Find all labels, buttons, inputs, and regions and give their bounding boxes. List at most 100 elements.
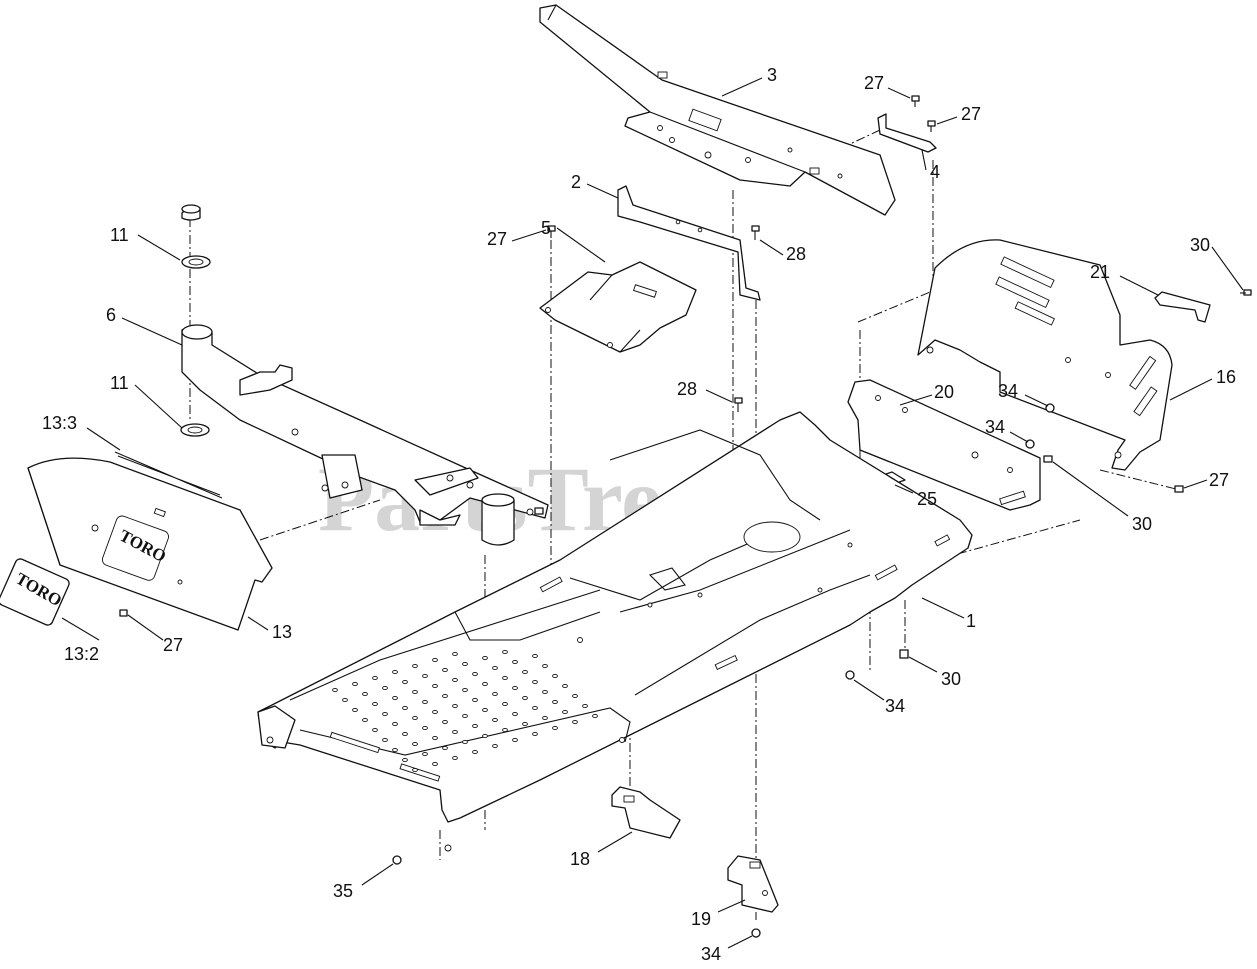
deck-perforation-hole xyxy=(382,737,388,743)
deck-perforation-hole xyxy=(532,679,538,685)
deck-perforation-hole xyxy=(442,667,448,673)
deck-perforations xyxy=(332,649,598,773)
deck-perforation-hole xyxy=(542,715,548,721)
deck-perforation-hole xyxy=(332,687,338,693)
deck-perforation-hole xyxy=(372,675,378,681)
deck-perforation-hole xyxy=(412,689,418,695)
deck-perforation-hole xyxy=(452,729,458,735)
callout-13: 13 xyxy=(272,622,292,642)
deck-perforation-hole xyxy=(412,715,418,721)
deck-perforation-hole xyxy=(362,717,368,723)
align-line-cover-13 xyxy=(259,499,381,541)
deck-perforation-hole xyxy=(482,707,488,713)
callout-13-3: 13:3 xyxy=(42,413,77,433)
deck-perforation-hole xyxy=(422,751,428,757)
deck-perforation-hole xyxy=(462,661,468,667)
callout-16: 16 xyxy=(1216,367,1236,387)
callout-35: 35 xyxy=(333,881,353,901)
bolt-30-mid xyxy=(1043,455,1053,463)
fasteners xyxy=(119,95,1252,938)
deck-perforation-hole xyxy=(472,723,478,729)
callout-28-top: 28 xyxy=(786,244,806,264)
deck-perforation-hole xyxy=(562,683,568,689)
part-18-bracket xyxy=(611,786,681,839)
deck-perforation-hole xyxy=(382,711,388,717)
callout-27-plate: 27 xyxy=(487,229,507,249)
callout-30-mid: 30 xyxy=(1132,514,1152,534)
part-13-2-decal: TORO xyxy=(0,558,70,626)
part-13-front-cover: TORO xyxy=(27,457,273,631)
bolt-27-cover xyxy=(119,609,128,617)
callout-30-right: 30 xyxy=(1190,235,1210,255)
bolt-30-under xyxy=(899,649,909,659)
deck-perforation-hole xyxy=(402,705,408,711)
deck-perforation-hole xyxy=(532,731,538,737)
deck-perforation-hole xyxy=(492,743,498,749)
deck-perforation-hole xyxy=(482,655,488,661)
deck-perforation-hole xyxy=(542,689,548,695)
deck-perforation-hole xyxy=(562,709,568,715)
deck-perforation-hole xyxy=(442,745,448,751)
callout-27-right: 27 xyxy=(1209,470,1229,490)
deck-perforation-hole xyxy=(572,693,578,699)
deck-perforation-hole xyxy=(412,767,418,773)
callout-27-cover: 27 xyxy=(163,635,183,655)
deck-perforation-hole xyxy=(372,701,378,707)
callout-20: 20 xyxy=(934,382,954,402)
deck-perforation-hole xyxy=(392,695,398,701)
deck-perforation-hole xyxy=(512,685,518,691)
callout-2: 2 xyxy=(571,172,581,192)
deck-perforation-hole xyxy=(502,675,508,681)
callout-28-mid: 28 xyxy=(677,379,697,399)
bolt-28-top xyxy=(751,225,760,240)
deck-perforation-hole xyxy=(392,747,398,753)
deck-perforation-hole xyxy=(442,719,448,725)
callout-11-upper: 11 xyxy=(110,225,129,245)
callout-5: 5 xyxy=(541,218,551,238)
callout-30-under: 30 xyxy=(941,669,961,689)
alignment-lines xyxy=(189,129,1181,920)
align-line-bracket-20-top xyxy=(857,289,936,323)
callout-34-mid: 34 xyxy=(985,417,1005,437)
callout-1: 1 xyxy=(966,611,976,631)
part-16-rear-guard xyxy=(917,239,1173,471)
deck-perforation-hole xyxy=(482,733,488,739)
deck-perforation-hole xyxy=(422,699,428,705)
callout-34-bottom: 34 xyxy=(701,944,721,964)
deck-perforation-hole xyxy=(382,685,388,691)
callout-leaders xyxy=(61,77,1244,949)
deck-perforation-hole xyxy=(432,761,438,767)
deck-perforation-hole xyxy=(362,691,368,697)
deck-perforation-hole xyxy=(492,691,498,697)
deck-perforation-hole xyxy=(432,709,438,715)
deck-perforation-hole xyxy=(352,707,358,713)
callout-27-top-b: 27 xyxy=(961,104,981,124)
deck-perforation-hole xyxy=(452,651,458,657)
deck-perforation-hole xyxy=(402,757,408,763)
part-6-pivot-arm xyxy=(181,324,549,526)
deck-perforation-hole xyxy=(462,687,468,693)
deck-perforation-hole xyxy=(422,673,428,679)
deck-perforation-hole xyxy=(372,727,378,733)
bolt-27-arm xyxy=(534,507,544,515)
deck-perforation-hole xyxy=(472,697,478,703)
nut-34-bottom xyxy=(751,928,761,938)
bearings-and-cap xyxy=(180,204,211,437)
deck-perforation-hole xyxy=(492,717,498,723)
deck-perforation-hole xyxy=(472,671,478,677)
deck-perforation-hole xyxy=(522,721,528,727)
deck-perforation-hole xyxy=(492,665,498,671)
deck-perforation-hole xyxy=(532,705,538,711)
bolt-28-mid xyxy=(734,397,743,412)
deck-perforation-hole xyxy=(422,725,428,731)
deck-perforation-hole xyxy=(552,673,558,679)
callout-18: 18 xyxy=(570,849,590,869)
part-4-small-bracket xyxy=(877,113,937,153)
part-1-main-frame xyxy=(257,411,973,852)
deck-perforation-hole xyxy=(552,725,558,731)
deck-perforation-hole xyxy=(542,663,548,669)
deck-perforation-hole xyxy=(452,703,458,709)
deck-perforation-hole xyxy=(522,695,528,701)
deck-perforation-hole xyxy=(392,721,398,727)
